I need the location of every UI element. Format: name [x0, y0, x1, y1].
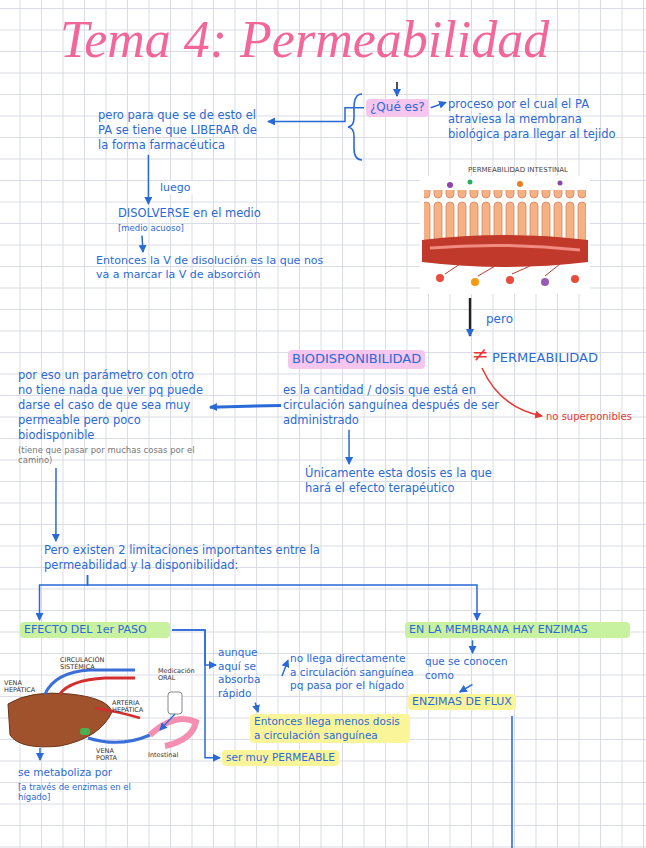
note-block: ser muy PERMEABLE [222, 750, 339, 766]
note-text: que se conocen como [425, 655, 520, 682]
note-block: es la cantidad / dosis que está en circu… [283, 383, 503, 428]
note-block: no llega directamente a circulación sang… [290, 652, 415, 693]
note-subtext: [a través de enzimas en el hígado] [18, 782, 143, 803]
connector-arrow [40, 575, 88, 620]
note-text: por eso un parámetro con otro no tiene n… [18, 368, 208, 443]
note-block: Entonces llega menos dosis a circulación… [250, 714, 410, 743]
note-block: PERMEABILIDAD [492, 350, 598, 367]
note-block: Pero existen 2 limitaciones importantes … [44, 543, 334, 573]
note-text: BIODISPONIBILIDAD [292, 351, 421, 368]
note-text: Entonces llega menos dosis a circulación… [254, 715, 406, 742]
note-block: BIODISPONIBILIDAD [288, 350, 425, 369]
note-text: pero para que se de esto el PA se tiene … [98, 108, 266, 153]
note-block: ENZIMAS DE FLUX [408, 694, 516, 710]
connector-arrow [431, 102, 446, 107]
annotation-label: CIRCULACIÓN SISTÉMICA [60, 657, 120, 672]
connector-arrow [210, 405, 281, 407]
brace [348, 94, 362, 160]
note-block: pero para que se de esto el PA se tiene … [98, 108, 266, 153]
annotation-label: Intestinal [148, 752, 178, 759]
liver-illustration [8, 670, 196, 760]
note-block: Únicamente esta dosis es la que hará el … [305, 466, 500, 496]
annotation-label: no superponibles [546, 411, 632, 423]
connector-arrow [142, 236, 143, 252]
note-text: proceso por el cual el PA atraviesa la m… [448, 97, 628, 142]
connector-arrow [268, 108, 364, 122]
connector-arrow [172, 630, 220, 758]
note-text: Pero existen 2 limitaciones importantes … [44, 543, 334, 573]
note-text: aunque aquí se absorba rápido [218, 646, 280, 701]
down-arrow [469, 298, 471, 336]
note-block: proceso por el cual el PA atraviesa la m… [448, 97, 628, 142]
annotation-label: VENA PORTA [96, 748, 136, 763]
note-subtext: (tiene que pasar por muchas cosas por el… [18, 445, 208, 466]
connector-label: luego [158, 181, 193, 194]
note-text: ENZIMAS DE FLUX [412, 695, 512, 709]
annotation-label: PERMEABILIDAD INTESTINAL [468, 166, 568, 174]
note-text: Únicamente esta dosis es la que hará el … [305, 466, 500, 496]
page-title: Tema 4: Permeabilidad [60, 10, 549, 69]
intestine-illustration [420, 176, 590, 294]
annotation-label: ≠ [472, 343, 489, 366]
connector-arrow [472, 640, 474, 653]
annotation-label: ARTERIA HEPÁTICA [112, 700, 162, 715]
note-text: ¿Qué es? [370, 100, 425, 116]
connector-arrow [348, 430, 350, 464]
note-subtext: [medio acuoso] [118, 223, 278, 234]
connector-arrow [148, 155, 150, 204]
note-text: EN LA MEMBRANA HAY ENZIMAS [409, 623, 626, 637]
connector-arrow [282, 660, 288, 676]
note-block: EN LA MEMBRANA HAY ENZIMAS [405, 622, 630, 638]
note-block: DISOLVERSE en el medio [medio acuoso] [118, 206, 278, 234]
annotation-label: VENA HEPÁTICA [4, 680, 44, 695]
annotation-label: Medicación ORAL [158, 668, 198, 683]
connector-arrow [172, 630, 216, 665]
note-text: no llega directamente a circulación sang… [290, 652, 415, 693]
note-text: ser muy PERMEABLE [226, 751, 335, 765]
note-block: EFECTO DEL 1er PASO [20, 622, 170, 638]
pointer-arrow [396, 82, 398, 96]
note-text: PERMEABILIDAD [492, 350, 598, 367]
note-block: ¿Qué es? [366, 99, 429, 117]
note-text: EFECTO DEL 1er PASO [24, 623, 166, 637]
connector-arrow [55, 468, 57, 541]
note-block: se metaboliza por [a través de enzimas en… [18, 766, 143, 803]
note-block: Entonces la V de disolución es la que no… [96, 254, 331, 283]
note-block: por eso un parámetro con otro no tiene n… [18, 368, 208, 466]
continuation-line [511, 716, 513, 848]
note-text: se metaboliza por [18, 766, 143, 780]
connector-arrow [88, 575, 478, 620]
note-text: DISOLVERSE en el medio [118, 206, 278, 221]
note-text: es la cantidad / dosis que está en circu… [283, 383, 503, 428]
connector-arrow [255, 703, 258, 712]
note-block: que se conocen como [425, 655, 520, 682]
note-block: aunque aquí se absorba rápido [218, 646, 280, 701]
note-text: Entonces la V de disolución es la que no… [96, 254, 331, 283]
connector-arrow [460, 684, 473, 692]
annotation-label: pero [486, 313, 513, 327]
